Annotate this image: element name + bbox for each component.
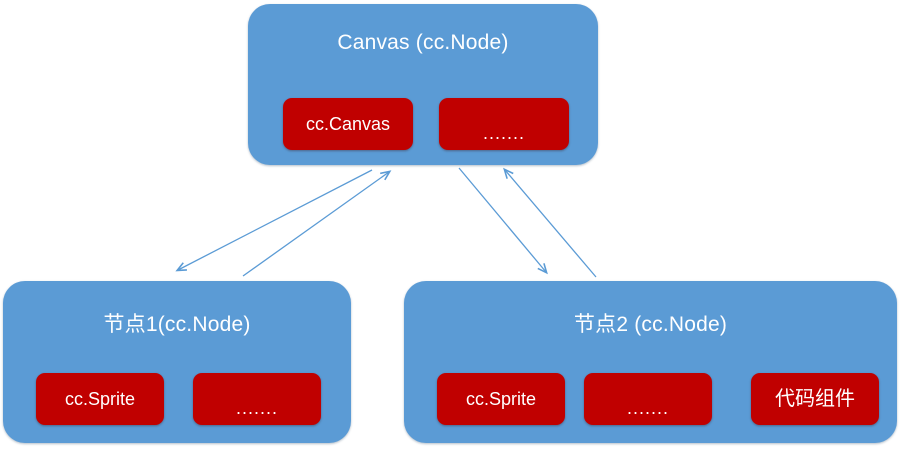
arrow-canvas-to-node2	[458, 167, 548, 275]
arrow-canvas-to-node1	[175, 169, 373, 272]
component-code-component[interactable]: 代码组件	[751, 373, 879, 425]
arrow-node2-to-canvas	[503, 167, 597, 278]
component-node1-more[interactable]: .......	[193, 373, 321, 425]
component-node2-more[interactable]: .......	[584, 373, 712, 425]
component-label: cc.Sprite	[64, 389, 136, 409]
node-jiedian1[interactable]: 节点1(cc.Node) cc.Sprite .......	[3, 281, 351, 443]
node-jiedian2-title: 节点2 (cc.Node)	[573, 313, 728, 336]
node-canvas[interactable]: Canvas (cc.Node) cc.Canvas .......	[248, 4, 598, 165]
component-canvas-more[interactable]: .......	[439, 98, 569, 150]
component-cc-sprite[interactable]: cc.Sprite	[36, 373, 164, 425]
component-cc-canvas[interactable]: cc.Canvas	[283, 98, 413, 150]
component-label: .......	[482, 123, 525, 143]
component-label: .......	[626, 398, 669, 418]
node-jiedian2[interactable]: 节点2 (cc.Node) cc.Sprite ....... 代码组件	[404, 281, 897, 443]
arrow-node1-to-canvas	[242, 170, 392, 277]
node-jiedian1-title: 节点1(cc.Node)	[103, 313, 251, 336]
component-label: 代码组件	[775, 388, 855, 410]
component-label: cc.Sprite	[465, 389, 537, 409]
component-label: cc.Canvas	[305, 114, 391, 134]
component-label: .......	[235, 398, 278, 418]
component-cc-sprite[interactable]: cc.Sprite	[437, 373, 565, 425]
node-canvas-title: Canvas (cc.Node)	[337, 31, 509, 54]
